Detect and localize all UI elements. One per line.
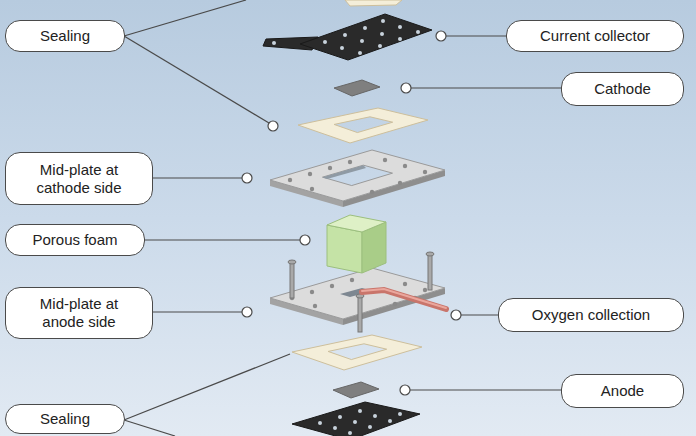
mid-plate-cathode [270,150,445,207]
label-text: Cathode [594,80,651,98]
leader-dots [242,31,461,395]
sealing-frame [298,108,428,143]
oxygen-tube-highlight [362,289,446,308]
current-collector-bottom [292,402,420,436]
label-text: Porous foam [32,231,117,249]
label-text: Sealing [40,27,90,45]
label-box: Anode [561,374,684,408]
cathode-sheet [334,80,380,96]
sealing-frame [292,335,422,370]
label-box: Mid-plate at cathode side [5,152,153,205]
anode-sheet [333,382,379,398]
label-box: Current collector [506,20,684,52]
label-text: Anode [601,382,644,400]
label-text: Sealing [40,410,90,428]
sealing-frame-top [345,0,402,6]
label-box: Cathode [561,72,684,106]
label-box: Porous foam [5,224,145,256]
label-box: Oxygen collection [498,298,684,332]
label-box: Sealing [5,20,125,52]
label-box: Sealing [5,404,125,434]
current-collector-top [263,14,432,60]
label-text: Current collector [540,27,650,45]
label-text: Mid-plate at anode side [24,295,134,331]
label-text: Oxygen collection [532,306,650,324]
oxygen-tube [362,290,446,309]
porous-foam [327,215,386,273]
leader-lines [124,0,562,436]
label-box: Mid-plate at anode side [5,287,153,339]
label-text: Mid-plate at cathode side [24,161,134,197]
